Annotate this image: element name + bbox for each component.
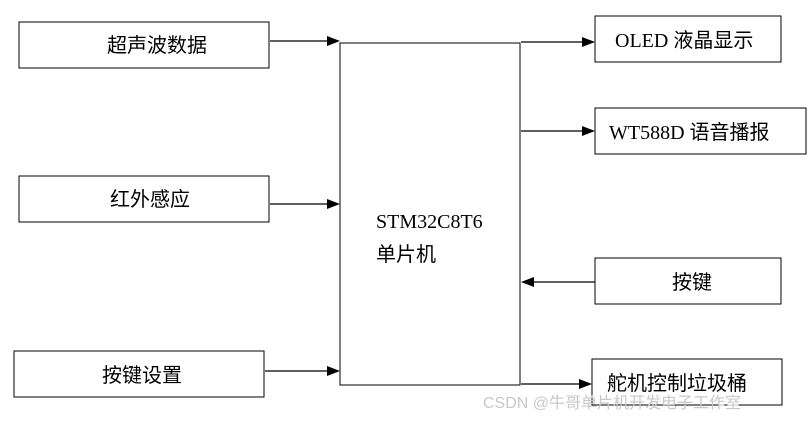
output-servo-block (591, 358, 783, 406)
mcu-label-name: 单片机 (376, 243, 436, 266)
arrowhead-icon (521, 277, 534, 287)
output-oled-label: OLED 液晶显示 (615, 29, 753, 52)
mcu-label-model: STM32C8T6 (376, 211, 483, 233)
watermark-text: CSDN @牛哥单片机开发电子工作室 (483, 394, 741, 412)
key-label: 按键 (672, 271, 712, 294)
arrowhead-icon (579, 379, 592, 389)
input-key-settings-label: 按键设置 (102, 364, 182, 387)
arrowhead-icon (582, 37, 595, 47)
output-voice-label: WT588D 语音播报 (609, 121, 770, 144)
input-ultrasonic-block (18, 21, 270, 69)
output-oled-block (594, 15, 782, 63)
arrowhead-icon (582, 126, 595, 136)
arrowhead-icon (327, 366, 340, 376)
input-infrared-label: 红外感应 (110, 188, 190, 211)
input-infrared-block (18, 175, 270, 223)
arrowhead-icon (327, 36, 340, 46)
output-servo-label: 舵机控制垃圾桶 (607, 372, 747, 395)
mcu-block (339, 42, 521, 386)
arrowhead-icon (327, 199, 340, 209)
key-block (594, 257, 782, 305)
input-ultrasonic-label: 超声波数据 (107, 34, 207, 57)
input-key-settings-block (13, 350, 265, 398)
